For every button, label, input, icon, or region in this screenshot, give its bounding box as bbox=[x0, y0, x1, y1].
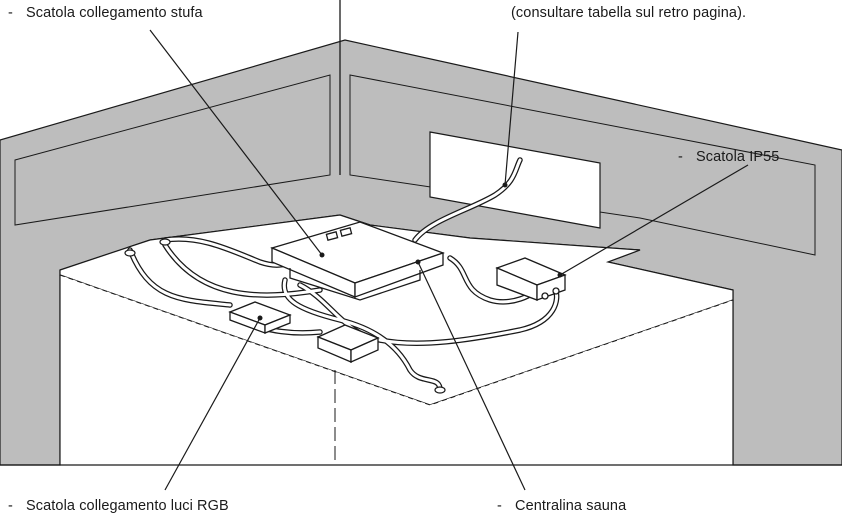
label-ip55-box: -Scatola IP55 bbox=[678, 149, 780, 165]
rgb-box bbox=[228, 301, 292, 334]
control-unit bbox=[270, 221, 445, 301]
label-rgb-box: -Scatola collegamento luci RGB bbox=[8, 498, 229, 514]
heater-connection-box bbox=[316, 324, 380, 364]
label-rgb-box-text: Scatola collegamento luci RGB bbox=[26, 498, 229, 514]
label-control-unit-text: Centralina sauna bbox=[515, 498, 627, 514]
ip55-box bbox=[495, 257, 567, 301]
label-note: (consultare tabella sul retro pagina). bbox=[511, 4, 746, 22]
ceiling-block bbox=[60, 275, 733, 465]
leader-lines bbox=[149, 29, 749, 491]
label-ip55-box-text: Scatola IP55 bbox=[696, 149, 780, 165]
label-heater-box-text: Scatola collegamento stufa bbox=[26, 5, 203, 21]
label-note-text: (consultare tabella sul retro pagina). bbox=[511, 5, 747, 21]
label-heater-box: -Scatola collegamento stufa bbox=[8, 5, 203, 21]
label-control-unit: -Centralina sauna bbox=[497, 498, 627, 514]
left-wall-face bbox=[14, 74, 331, 226]
